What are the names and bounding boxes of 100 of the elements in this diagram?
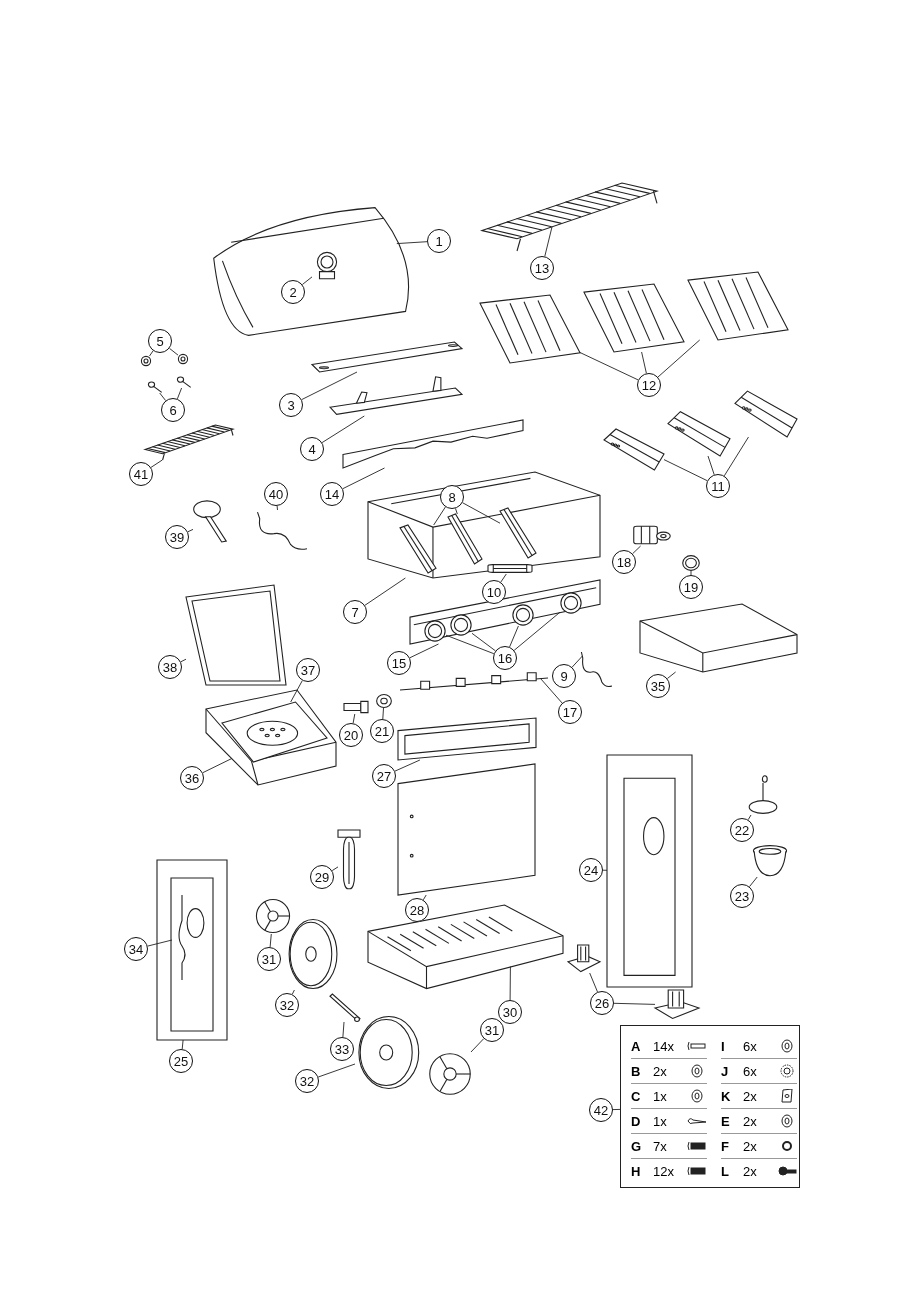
part-letter: A bbox=[631, 1038, 642, 1054]
quantity: 2x bbox=[743, 1113, 758, 1129]
callout-number: 17 bbox=[558, 700, 582, 724]
leader-line bbox=[690, 570, 692, 576]
callout-number: 25 bbox=[169, 1049, 193, 1073]
quantity: 7x bbox=[653, 1138, 668, 1154]
part-letter: I bbox=[721, 1038, 726, 1054]
quantity: 2x bbox=[743, 1163, 758, 1179]
callout-number: 40 bbox=[264, 482, 288, 506]
callout-number: 23 bbox=[730, 884, 754, 908]
callout-number: 42 bbox=[589, 1098, 613, 1122]
callout-number: 15 bbox=[387, 651, 411, 675]
quantity: 12x bbox=[653, 1163, 675, 1179]
leader-line bbox=[317, 1063, 356, 1078]
leader-line bbox=[657, 339, 701, 378]
leader-line bbox=[747, 814, 752, 821]
callout-number: 21 bbox=[370, 719, 394, 743]
callout-number: 10 bbox=[482, 580, 506, 604]
leader-line bbox=[331, 866, 339, 872]
callout-number: 6 bbox=[161, 398, 185, 422]
part-letter: L bbox=[721, 1163, 730, 1179]
callout-number: 31 bbox=[257, 947, 281, 971]
leader-line bbox=[149, 350, 154, 357]
leader-line bbox=[321, 415, 365, 444]
leader-line bbox=[176, 387, 183, 400]
callout-number: 4 bbox=[300, 437, 324, 461]
callout-number: 24 bbox=[579, 858, 603, 882]
leader-line bbox=[540, 678, 563, 704]
leader-line bbox=[579, 352, 639, 381]
leader-line bbox=[471, 632, 496, 652]
leader-line bbox=[291, 989, 295, 995]
callout-number: 41 bbox=[129, 462, 153, 486]
callout-number: 32 bbox=[275, 993, 299, 1017]
part-letter: E bbox=[721, 1113, 731, 1129]
hardware-table bbox=[620, 1025, 800, 1188]
callout-number: 22 bbox=[730, 818, 754, 842]
leader-line bbox=[150, 459, 163, 468]
leader-line bbox=[180, 658, 187, 663]
leader-line bbox=[169, 347, 179, 356]
leader-line bbox=[544, 226, 553, 257]
leader-line bbox=[707, 455, 715, 476]
part-letter: B bbox=[631, 1063, 642, 1079]
leader-line bbox=[602, 869, 608, 871]
callout-number: 12 bbox=[637, 373, 661, 397]
leader-line bbox=[301, 276, 313, 285]
callout-number: 11 bbox=[706, 474, 730, 498]
leader-line bbox=[571, 655, 583, 668]
quantity: 6x bbox=[743, 1063, 758, 1079]
leader-line bbox=[202, 757, 233, 774]
callout-number: 31 bbox=[480, 1018, 504, 1042]
callout-number: 18 bbox=[612, 550, 636, 574]
leader-line bbox=[462, 502, 501, 524]
part-letter: G bbox=[631, 1138, 643, 1154]
callout-number: 20 bbox=[339, 723, 363, 747]
leader-line bbox=[364, 577, 406, 606]
part-letter: F bbox=[721, 1138, 730, 1154]
callout-number: 35 bbox=[646, 674, 670, 698]
leader-line bbox=[589, 972, 598, 993]
leader-line bbox=[500, 573, 507, 583]
part-letter: J bbox=[721, 1063, 730, 1079]
leader-line bbox=[409, 643, 439, 659]
leader-line bbox=[269, 933, 272, 948]
callout-number: 38 bbox=[158, 655, 182, 679]
leader-line bbox=[433, 506, 446, 526]
callout-number: 7 bbox=[343, 600, 367, 624]
callout-number: 16 bbox=[493, 646, 517, 670]
part-letter: H bbox=[631, 1163, 642, 1179]
leader-line bbox=[641, 351, 647, 374]
leader-line bbox=[612, 1108, 621, 1111]
part-letter: K bbox=[721, 1088, 732, 1104]
callout-number: 39 bbox=[165, 525, 189, 549]
callout-number: 33 bbox=[330, 1037, 354, 1061]
leader-line bbox=[396, 241, 428, 245]
leader-line bbox=[613, 1002, 656, 1005]
callout-number: 29 bbox=[310, 865, 334, 889]
leader-line bbox=[666, 671, 677, 679]
leader-line bbox=[276, 505, 278, 511]
callout-number: 34 bbox=[124, 937, 148, 961]
leader-line bbox=[181, 1039, 184, 1050]
callout-number: 13 bbox=[530, 256, 554, 280]
leader-line bbox=[187, 528, 194, 533]
quantity: 1x bbox=[653, 1088, 668, 1104]
leader-line bbox=[509, 625, 519, 648]
callout-number: 1 bbox=[427, 229, 451, 253]
leader-line bbox=[513, 611, 561, 651]
leader-line bbox=[342, 1021, 345, 1038]
leader-line bbox=[352, 713, 356, 724]
callout-number: 9 bbox=[552, 664, 576, 688]
callout-number: 27 bbox=[372, 764, 396, 788]
quantity: 1x bbox=[653, 1113, 668, 1129]
leader-line bbox=[159, 392, 167, 401]
part-letter: D bbox=[631, 1113, 642, 1129]
callout-number: 14 bbox=[320, 482, 344, 506]
leader-line bbox=[470, 1038, 485, 1053]
callout-number: 28 bbox=[405, 898, 429, 922]
leader-line bbox=[422, 894, 427, 901]
quantity: 2x bbox=[743, 1138, 758, 1154]
leader-line bbox=[723, 436, 749, 477]
callout-number: 5 bbox=[148, 329, 172, 353]
quantity: 2x bbox=[743, 1088, 758, 1104]
